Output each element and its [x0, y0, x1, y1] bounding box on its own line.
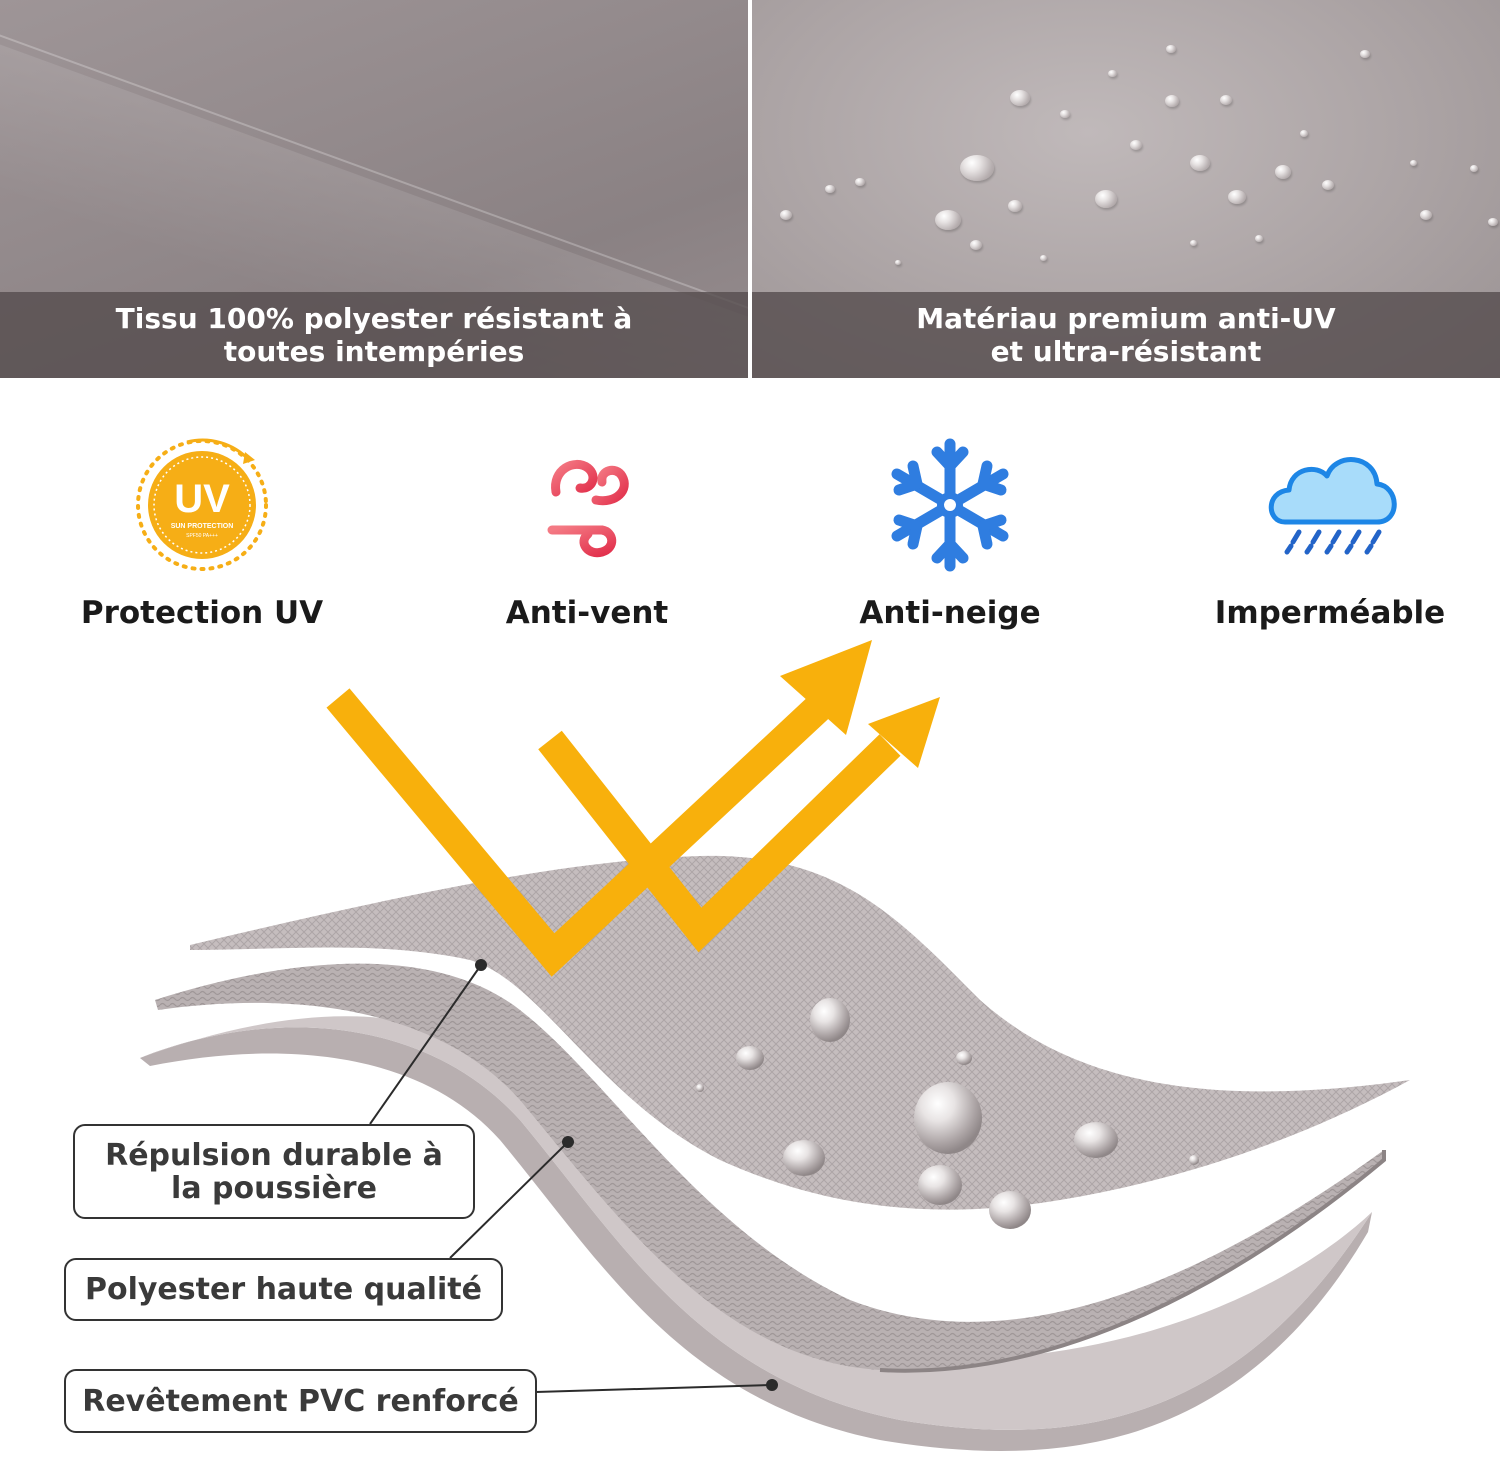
water-drop — [1420, 210, 1432, 220]
leader-dot — [562, 1136, 574, 1148]
feature-label: Imperméable — [1214, 595, 1446, 631]
reflection-arrow-two — [538, 730, 901, 953]
water-drop — [1074, 1122, 1118, 1158]
dust-repellent-layer — [190, 855, 1410, 1210]
water-drop — [914, 1082, 982, 1154]
water-drop — [960, 155, 994, 181]
water-drop — [810, 998, 850, 1042]
feature-label: Anti-neige — [859, 595, 1041, 631]
water-drop — [970, 240, 982, 250]
wind-icon — [525, 459, 629, 558]
water-drop — [1108, 70, 1117, 77]
water-drop — [1220, 95, 1232, 105]
water-drop — [1130, 140, 1142, 150]
water-drop — [1060, 110, 1070, 118]
water-drop — [935, 210, 961, 230]
water-drop — [918, 1165, 962, 1205]
callout-dust-repellent: Répulsion durable à la poussière — [73, 1124, 475, 1219]
water-drop — [736, 1046, 764, 1070]
feature-label: Anti-vent — [505, 595, 669, 631]
water-drop — [1190, 240, 1197, 246]
uv-protection-badge-icon: UV SUN PROTECTION SPF50 PA+++ — [136, 438, 268, 571]
uv-badge-subtext: SUN PROTECTION — [171, 523, 234, 530]
water-drop — [989, 1191, 1031, 1229]
water-drop — [1470, 165, 1478, 172]
water-drops-photo: Matériau premium anti-UV et ultra-résist… — [752, 0, 1500, 378]
water-drop — [1228, 190, 1246, 204]
water-drop — [1300, 130, 1308, 137]
callout-line: Polyester haute qualité — [85, 1272, 482, 1307]
fabric-layers-diagram — [140, 640, 1410, 1451]
leader-line-dust-repellent — [369, 964, 482, 1125]
water-drop — [1166, 45, 1176, 53]
arrow-head-one — [780, 640, 872, 735]
water-drop — [825, 185, 835, 193]
water-drop — [1008, 200, 1022, 212]
caption-line: et ultra-résistant — [990, 335, 1262, 368]
uv-reflection-arrows — [326, 688, 901, 977]
pvc-coating-layer — [140, 1027, 1372, 1451]
water-drop — [696, 1084, 704, 1092]
uv-badge-text: UV — [174, 477, 230, 521]
caption-line: toutes intempéries — [223, 335, 525, 368]
water-drop — [1165, 95, 1179, 107]
caption-line: Matériau premium anti-UV — [916, 302, 1336, 335]
polyester-layer — [155, 963, 1384, 1371]
leader-line-pvc — [535, 1384, 773, 1393]
callout-line: la poussière — [171, 1170, 377, 1206]
callout-line: Répulsion durable à — [105, 1137, 443, 1173]
water-drop — [956, 1051, 972, 1065]
leader-line-polyester — [449, 1141, 569, 1259]
water-drop — [1488, 218, 1498, 226]
water-drop — [1189, 1155, 1199, 1165]
rain-cloud-icon — [1268, 457, 1397, 555]
water-drop — [895, 260, 901, 265]
leader-dot — [475, 959, 487, 971]
leader-dot — [766, 1379, 778, 1391]
water-drop — [1275, 165, 1291, 179]
water-drop — [783, 1140, 825, 1176]
pvc-coating-top-face — [140, 1016, 1372, 1430]
caption-line: Tissu 100% polyester résistant à — [115, 302, 633, 335]
water-drop — [1010, 90, 1030, 106]
water-drops-photo-caption: Matériau premium anti-UV et ultra-résist… — [752, 292, 1500, 378]
water-drop — [1322, 180, 1334, 190]
arrow-head-two — [868, 697, 940, 768]
water-drop — [1410, 160, 1417, 166]
reflection-arrow-one — [326, 688, 829, 977]
snowflake-icon — [891, 438, 1009, 572]
water-drop — [855, 178, 865, 186]
callout-pvc-coating: Revêtement PVC renforcé — [64, 1369, 537, 1433]
fabric-photo: Tissu 100% polyester résistant à toutes … — [0, 0, 748, 378]
feature-label: Protection UV — [80, 595, 324, 631]
water-drop — [1255, 235, 1263, 242]
polyester-layer-edge — [879, 1150, 1386, 1373]
water-drop — [780, 210, 792, 220]
uv-badge-small-text: SPF50 PA+++ — [186, 533, 218, 539]
fabric-photo-caption: Tissu 100% polyester résistant à toutes … — [0, 292, 748, 378]
callout-line: Revêtement PVC renforcé — [82, 1383, 519, 1419]
water-drop — [1360, 50, 1370, 58]
fabric-water-drops — [696, 998, 1199, 1229]
water-drop — [1095, 190, 1117, 208]
water-drop — [1040, 255, 1047, 261]
water-drop — [1190, 155, 1210, 171]
callout-polyester: Polyester haute qualité — [64, 1258, 503, 1321]
callout-leader-lines — [369, 959, 778, 1393]
